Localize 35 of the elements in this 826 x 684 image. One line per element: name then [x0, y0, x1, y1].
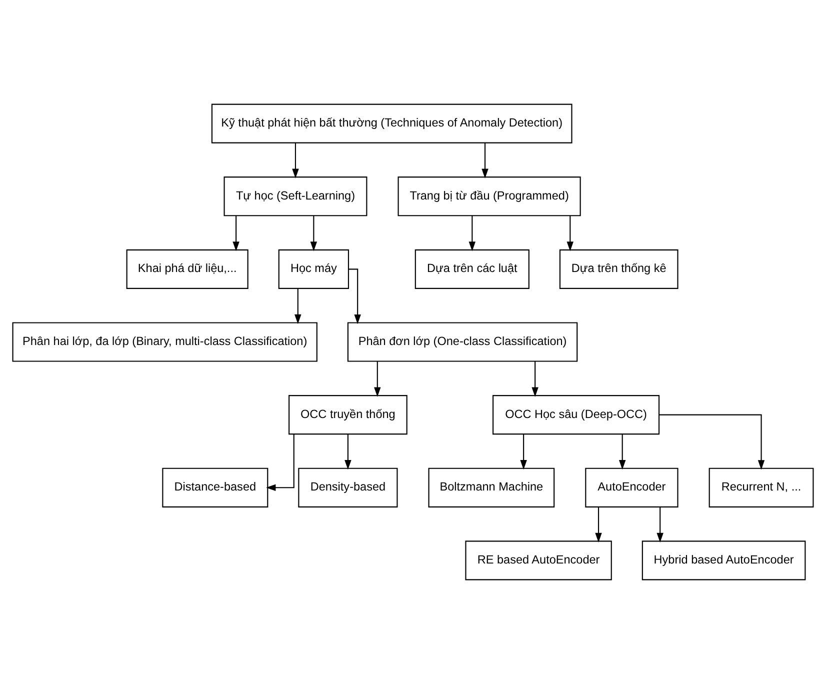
arrow	[659, 414, 765, 470]
arrow	[618, 434, 626, 470]
arrow	[310, 216, 318, 252]
node-box: Dựa trên các luật	[414, 249, 530, 289]
arrow	[348, 268, 361, 324]
node-box: Phân đơn lớp (One-class Classification)	[347, 322, 578, 362]
node-box: Trang bị từ đầu (Programmed)	[398, 176, 581, 216]
node-box: Kỹ thuật phát hiện bất thường (Techniques of Anomaly Detection)	[211, 104, 572, 144]
node-box: Recurrent N, ...	[708, 468, 814, 508]
arrow	[374, 362, 381, 397]
node-box: Hybrid based AutoEncoder	[642, 540, 806, 580]
node-box: Dựa trên thống kê	[559, 249, 678, 289]
node-box: Tự học (Seft-Learning)	[224, 176, 368, 216]
arrow	[532, 362, 538, 397]
node-box: OCC truyền thống	[288, 395, 408, 435]
node-box: Học máy	[278, 249, 350, 289]
node-box: Density-based	[298, 468, 398, 508]
node-box: Phân hai lớp, đa lớp (Binary, multi-class Classification)	[12, 322, 318, 362]
node-box: AutoEncoder	[585, 468, 678, 508]
node-box: OCC Học sâu (Deep-OCC)	[492, 395, 660, 435]
arrow	[468, 216, 476, 252]
arrow	[520, 434, 527, 470]
arrow	[656, 507, 664, 542]
node-box: RE based AutoEncoder	[465, 540, 612, 580]
arrow	[292, 143, 299, 178]
node-box: Boltzmann Machine	[428, 468, 555, 508]
arrow	[482, 143, 488, 178]
arrow	[566, 216, 574, 252]
arrow	[294, 288, 302, 324]
node-box: Distance-based	[162, 468, 268, 508]
arrow	[595, 507, 602, 542]
arrow	[266, 434, 294, 491]
arrow	[344, 434, 352, 470]
arrow	[232, 216, 240, 252]
node-box: Khai phá dữ liệu,...	[126, 249, 248, 289]
